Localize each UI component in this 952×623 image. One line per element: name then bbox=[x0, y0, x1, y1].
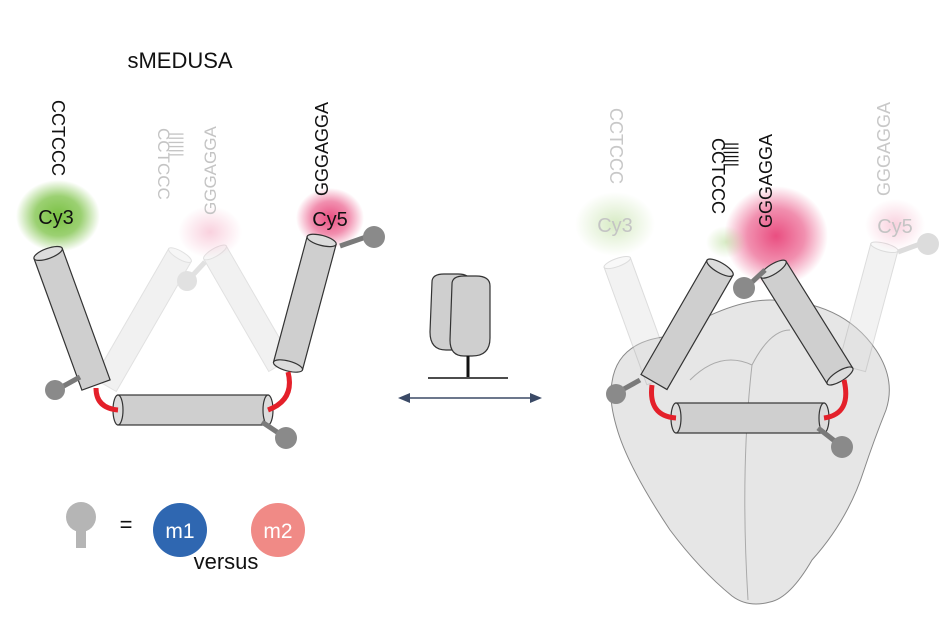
svg-text:||||||: |||||| bbox=[168, 132, 185, 157]
faded-cy5-label: Cy5 bbox=[877, 216, 913, 238]
closed-right-linker bbox=[823, 379, 849, 421]
faded-paired-sequence: CCTCCC |||||| GGGAGGA bbox=[154, 126, 220, 215]
left-linker bbox=[93, 387, 119, 413]
double-headed-arrow-icon bbox=[398, 393, 542, 403]
lipid-marker-icon bbox=[733, 268, 767, 299]
right-rod-upper bbox=[272, 233, 337, 373]
closed-rod-right bbox=[759, 259, 854, 386]
cy3-glow bbox=[16, 180, 100, 252]
closed-rod-left bbox=[640, 258, 734, 391]
diagram-title: sMEDUSA bbox=[127, 48, 232, 73]
faded-cy5-glow bbox=[865, 199, 925, 251]
svg-text:CCTCCC: CCTCCC bbox=[154, 128, 173, 200]
ribosome-body bbox=[610, 299, 890, 605]
cy5-label: Cy5 bbox=[312, 209, 348, 231]
legend-equals: = bbox=[120, 512, 133, 537]
closed-left-linker bbox=[649, 384, 677, 421]
faded-sequence-right: GGGAGGA bbox=[874, 102, 894, 196]
svg-text:GGGAGGA: GGGAGGA bbox=[756, 134, 776, 228]
svg-text:||||||: |||||| bbox=[723, 142, 740, 167]
faded-open-state bbox=[93, 244, 292, 393]
fret-glow bbox=[724, 186, 828, 286]
legend-versus: versus bbox=[194, 549, 259, 574]
sequence-left: CCTCCC bbox=[48, 100, 68, 176]
m1-label: m1 bbox=[165, 520, 194, 543]
cy5-glow bbox=[296, 188, 364, 248]
left-structure: Cy3 Cy5 CCTCCC GGGAGGA CCTCCC |||||| GGG… bbox=[16, 100, 385, 449]
paired-sequence: CCTCCC |||||| GGGAGGA bbox=[708, 134, 776, 228]
lipid-marker-icon bbox=[606, 377, 642, 404]
m2-badge bbox=[251, 503, 305, 557]
faded-cy3-label: Cy3 bbox=[597, 215, 633, 237]
faded-sequence-left: CCTCCC bbox=[606, 108, 626, 184]
right-linker bbox=[267, 371, 292, 413]
lipid-marker-icon bbox=[816, 426, 853, 458]
right-structure: Cy3 Cy5 CCTCCC GGGAGGA CCTCCC |||||| GGG… bbox=[575, 102, 939, 605]
faded-pink-glow bbox=[178, 206, 242, 258]
lipid-marker-icon bbox=[260, 419, 297, 449]
ribosome-icon bbox=[428, 273, 508, 379]
svg-text:GGGAGGA: GGGAGGA bbox=[201, 126, 220, 215]
lipid-marker-icon bbox=[339, 226, 385, 249]
m2-label: m2 bbox=[263, 520, 292, 543]
svg-text:CCTCCC: CCTCCC bbox=[708, 138, 728, 214]
faded-cy3-glow bbox=[575, 192, 655, 256]
m1-badge bbox=[153, 503, 207, 557]
closed-rod-bottom bbox=[670, 402, 830, 434]
lipid-marker-icon bbox=[45, 374, 82, 400]
sequence-right: GGGAGGA bbox=[312, 102, 332, 196]
cy3-label: Cy3 bbox=[38, 207, 74, 229]
left-rod-upper bbox=[33, 245, 111, 391]
legend: = m1 m2 versus bbox=[66, 502, 305, 574]
ribosome-divider bbox=[744, 329, 791, 601]
bottom-rod bbox=[112, 394, 274, 426]
lipid-marker-icon bbox=[66, 502, 96, 548]
